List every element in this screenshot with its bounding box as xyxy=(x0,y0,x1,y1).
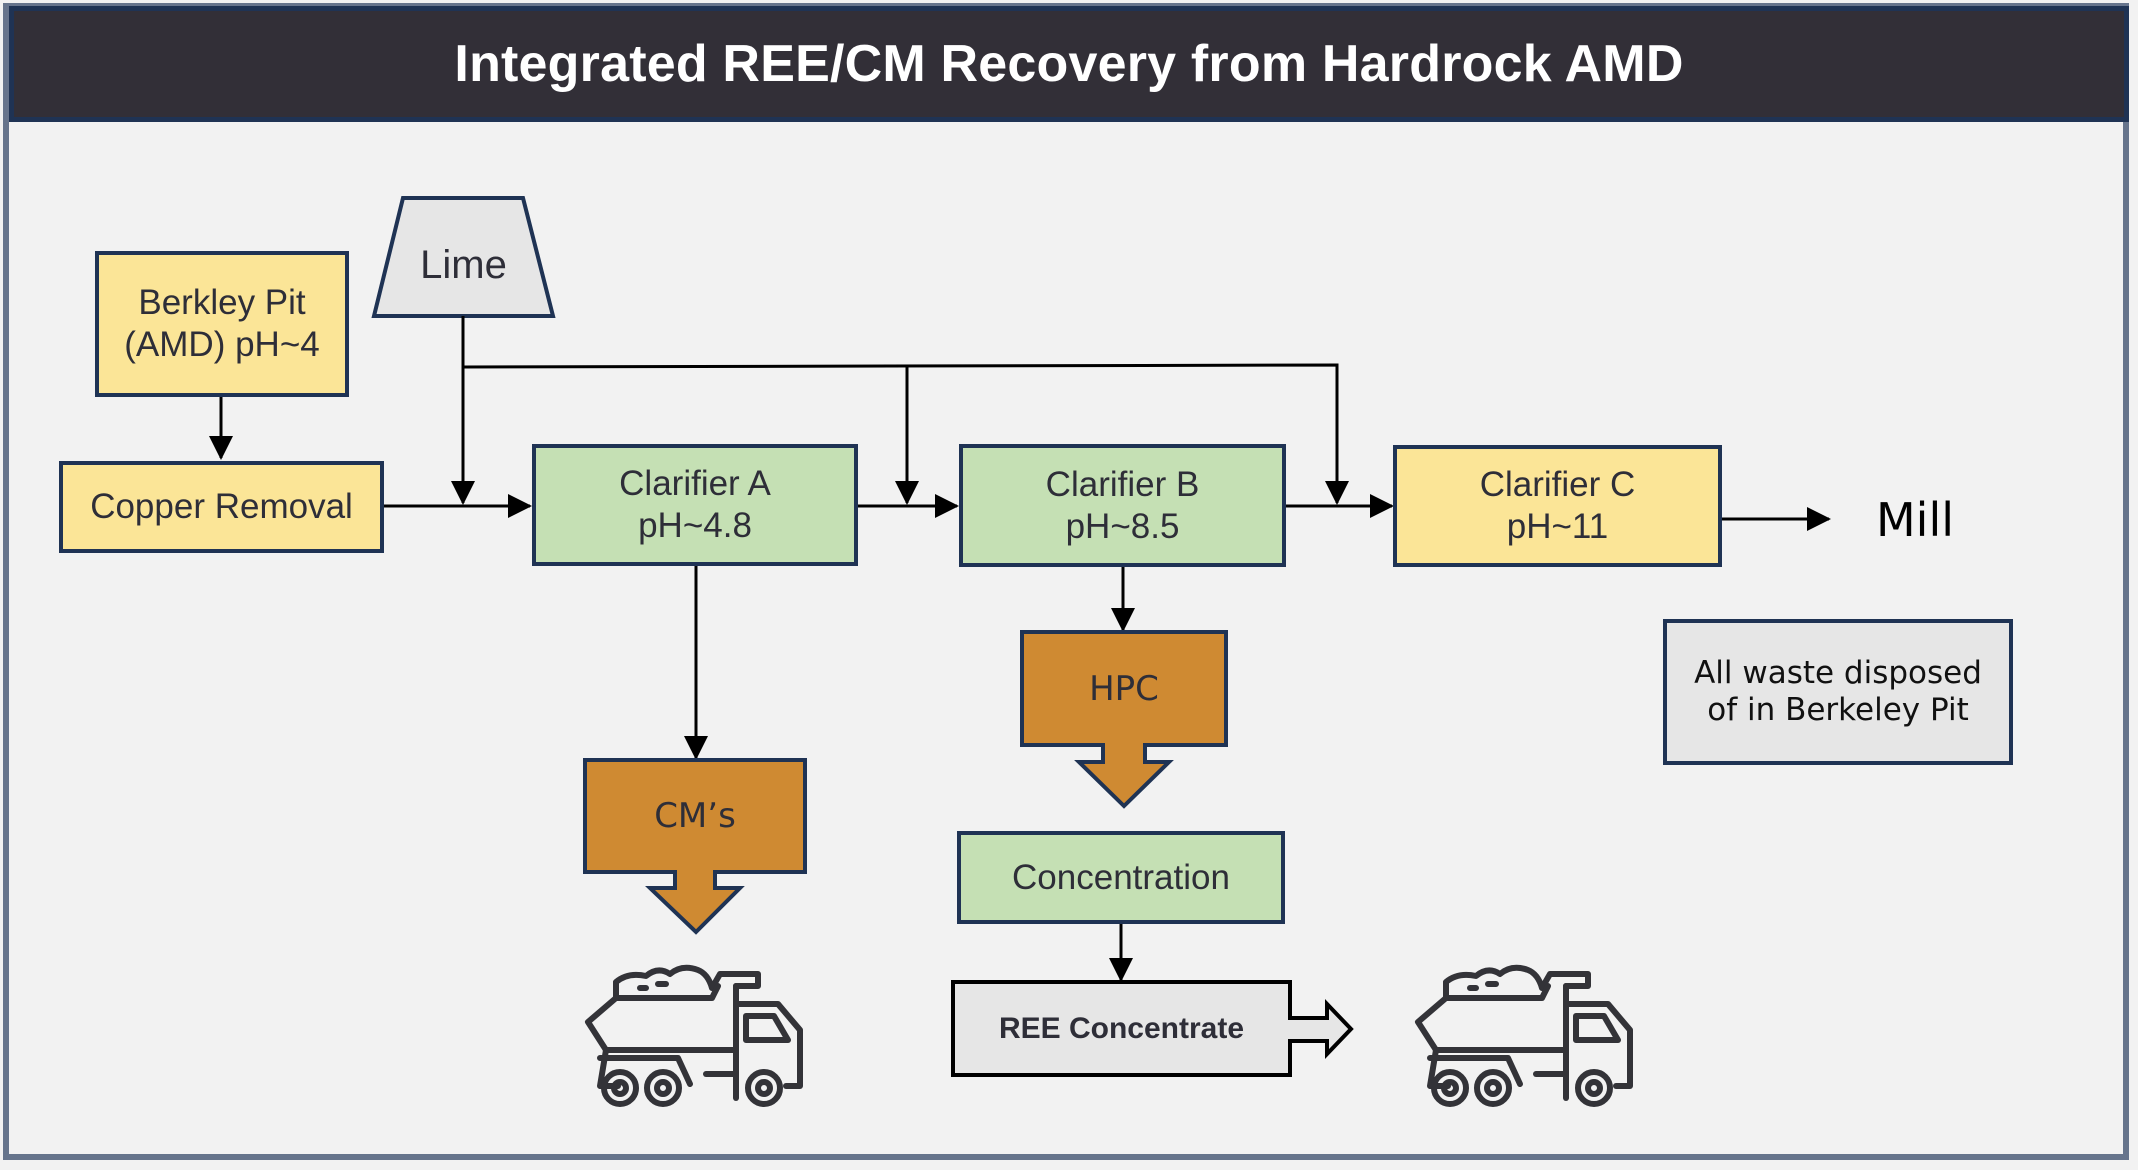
node-clarifier-c-line1: Clarifier C xyxy=(1479,465,1636,504)
node-clarifier-a: Clarifier A pH~4.8 xyxy=(532,444,858,566)
node-hpc: HPC xyxy=(1022,632,1226,745)
node-concentration-label: Concentration xyxy=(1012,857,1230,897)
node-clarifier-b: Clarifier B pH~8.5 xyxy=(959,444,1286,567)
node-berkley-pit-line1: Berkley Pit xyxy=(138,283,306,322)
node-clarifier-b-line2: pH~8.5 xyxy=(1065,506,1180,546)
node-copper-removal: Copper Removal xyxy=(59,461,384,553)
node-clarifier-c: Clarifier C pH~11 xyxy=(1393,445,1722,567)
node-lime: Lime xyxy=(374,210,553,320)
node-ree-concentrate: REE Concentrate xyxy=(953,982,1290,1075)
lime-distribution-line xyxy=(462,363,1349,505)
node-clarifier-c-line2: pH~11 xyxy=(1506,507,1609,546)
node-berkley-pit-line2: (AMD) pH~4 xyxy=(124,325,320,364)
title-bar: Integrated REE/CM Recovery from Hardrock… xyxy=(9,6,2129,122)
dump-truck-icon xyxy=(1415,964,1633,1107)
node-clarifier-a-line1: Clarifier A xyxy=(619,464,771,503)
node-ree-concentrate-label: REE Concentrate xyxy=(998,1011,1245,1045)
node-clarifier-a-line2: pH~4.8 xyxy=(638,506,752,545)
lime-hopper-shape xyxy=(371,196,556,318)
diagram-title: Integrated REE/CM Recovery from Hardrock… xyxy=(454,35,1684,93)
node-hpc-label: HPC xyxy=(1089,668,1159,709)
node-copper-removal-label: Copper Removal xyxy=(90,487,353,526)
node-mill-label: Mill xyxy=(1875,493,1955,547)
waste-note-line2: of in Berkeley Pit xyxy=(1707,692,1969,728)
node-clarifier-b-line1: Clarifier B xyxy=(1045,464,1200,504)
node-lime-label: Lime xyxy=(420,242,507,287)
node-mill: Mill xyxy=(1860,490,1970,550)
waste-disposal-note: All waste disposed of in Berkeley Pit xyxy=(1663,619,2013,765)
node-berkley-pit: Berkley Pit (AMD) pH~4 xyxy=(95,251,349,397)
node-concentration: Concentration xyxy=(957,831,1285,924)
diagram-frame xyxy=(3,3,2129,1160)
hpc-callout-shape xyxy=(1020,630,1228,809)
ree-concentrate-callout-shape xyxy=(951,980,1354,1077)
waste-note-line1: All waste disposed xyxy=(1694,654,1982,691)
node-cms-label: CM’s xyxy=(654,796,736,836)
node-cms: CM’s xyxy=(585,760,805,872)
cms-callout-shape xyxy=(583,758,807,935)
dump-truck-icon xyxy=(585,964,803,1107)
